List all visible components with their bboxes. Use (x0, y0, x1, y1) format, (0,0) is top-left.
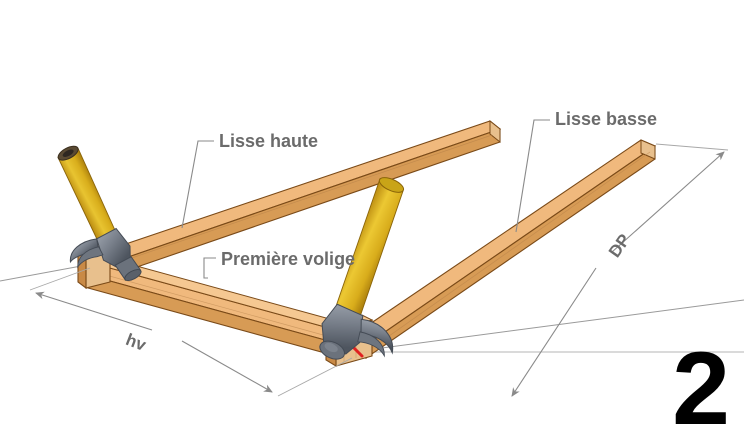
label-premiere-volige: Première volige (221, 249, 356, 269)
premiere-volige-beam (86, 255, 350, 357)
label-lisse-basse: Lisse basse (555, 109, 658, 129)
hammer-left (57, 145, 142, 282)
leader-premiere-volige (203, 257, 216, 279)
hammer-head-right (319, 303, 394, 360)
leader-lisse-haute (181, 140, 214, 229)
step-number: 2 (672, 331, 730, 447)
dimension-line-hv (29, 267, 353, 397)
label-leader-lines (181, 119, 550, 279)
dimension-line-dp (511, 143, 729, 397)
leader-lisse-basse (515, 119, 550, 233)
hammer-head-left (69, 227, 142, 282)
lisse-haute-beam (94, 119, 502, 279)
hammer-right (319, 177, 405, 360)
label-lisse-haute: Lisse haute (219, 131, 319, 151)
